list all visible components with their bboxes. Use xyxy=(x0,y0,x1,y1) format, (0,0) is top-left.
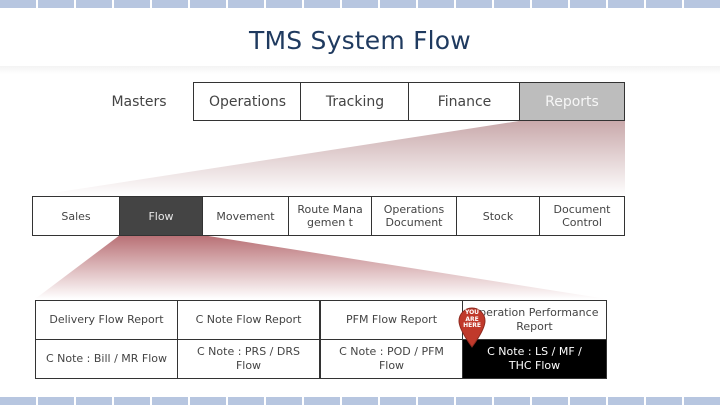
sub-item-stock-label: Stock xyxy=(482,209,514,223)
tab-operations-label: Operations xyxy=(209,93,286,110)
report-operation-performance-label: Operation Performance Report xyxy=(470,306,599,333)
you-are-here-label: YOU ARE HERE xyxy=(463,309,481,329)
tab-operations[interactable]: Operations xyxy=(193,82,301,121)
page-title: TMS System Flow xyxy=(249,26,471,55)
report-c-note-flow[interactable]: C Note Flow Report xyxy=(177,300,320,340)
tab-tracking[interactable]: Tracking xyxy=(300,82,409,121)
report-c-note-pod-pfm-flow-label: C Note : POD / PFM Flow xyxy=(339,345,444,372)
sub-item-document-control[interactable]: Document Control xyxy=(539,196,625,236)
sub-item-sales[interactable]: Sales xyxy=(32,196,120,236)
sub-item-sales-label: Sales xyxy=(61,209,91,223)
tab-masters[interactable]: Masters xyxy=(84,82,194,121)
report-c-note-pod-pfm-flow[interactable]: C Note : POD / PFM Flow xyxy=(320,339,463,379)
report-c-note-bill-mr-flow-label: C Note : Bill / MR Flow xyxy=(45,352,168,365)
report-pfm-flow[interactable]: PFM Flow Report xyxy=(320,300,463,340)
bottom-decorative-stripe xyxy=(0,397,720,405)
sub-item-document-control-label: Document Control xyxy=(553,203,611,229)
report-c-note-ls-mf-thc-flow-label: C Note : LS / MF / THC Flow xyxy=(487,345,582,372)
tab-reports-label: Reports xyxy=(545,93,599,110)
report-c-note-bill-mr-flow[interactable]: C Note : Bill / MR Flow xyxy=(35,339,178,379)
sub-item-flow-label: Flow xyxy=(148,209,174,223)
tab-finance-label: Finance xyxy=(437,93,492,110)
report-delivery-flow-label: Delivery Flow Report xyxy=(49,313,164,326)
report-c-note-flow-label: C Note Flow Report xyxy=(195,313,302,326)
tab-finance[interactable]: Finance xyxy=(408,82,520,121)
report-c-note-ls-mf-thc-flow[interactable]: C Note : LS / MF / THC Flow xyxy=(462,339,607,379)
report-c-note-prs-drs-flow-label: C Note : PRS / DRS Flow xyxy=(197,345,300,372)
flow-funnel xyxy=(35,235,607,299)
top-decorative-stripe xyxy=(0,0,720,8)
tab-tracking-label: Tracking xyxy=(325,93,385,110)
map-pin-icon xyxy=(458,307,486,348)
sub-item-stock[interactable]: Stock xyxy=(456,196,540,236)
report-pfm-flow-label: PFM Flow Report xyxy=(345,313,438,326)
sub-item-movement-label: Movement xyxy=(216,209,275,223)
report-c-note-prs-drs-flow[interactable]: C Note : PRS / DRS Flow xyxy=(177,339,320,379)
sub-item-route-management-label: Route Managemen t xyxy=(297,203,363,229)
reports-funnel xyxy=(33,121,625,196)
sub-item-route-management[interactable]: Route Managemen t xyxy=(288,196,372,236)
sub-item-movement[interactable]: Movement xyxy=(202,196,289,236)
sub-item-operations-document[interactable]: Operations Document xyxy=(371,196,457,236)
report-delivery-flow[interactable]: Delivery Flow Report xyxy=(35,300,178,340)
sub-item-operations-document-label: Operations Document xyxy=(383,203,445,229)
tab-masters-label: Masters xyxy=(111,93,167,110)
sub-item-flow[interactable]: Flow xyxy=(119,196,203,236)
tab-reports[interactable]: Reports xyxy=(519,82,625,121)
title-shadow xyxy=(0,66,720,74)
